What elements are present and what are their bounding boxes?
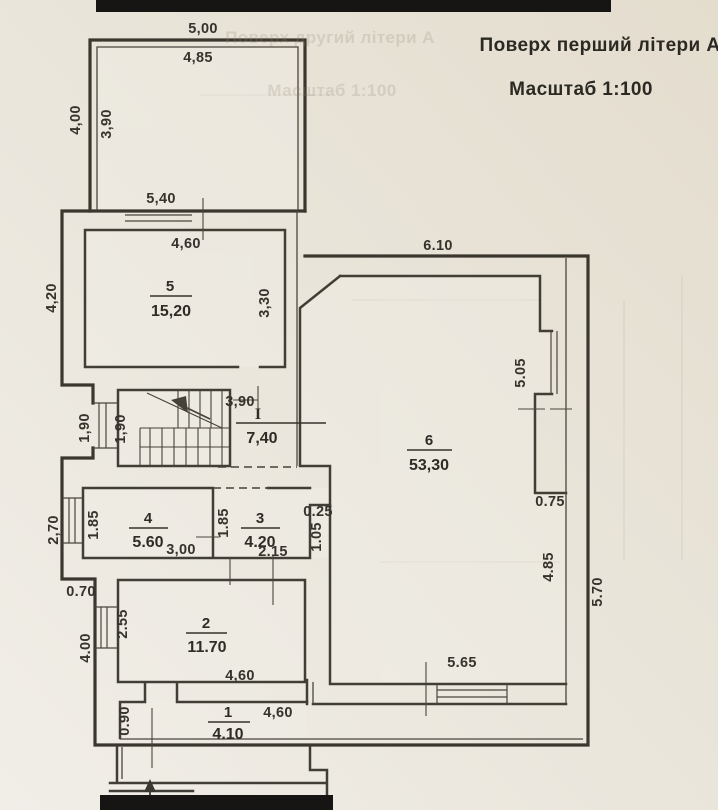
dim-room6-top-width: 6.10 — [423, 238, 452, 254]
bleed-through-lines — [200, 94, 683, 563]
stairs-direction-arrow-icon — [171, 396, 188, 413]
scale-label: Масштаб 1:100 — [509, 79, 653, 100]
dim-upper-room-width-inner: 4,85 — [183, 50, 212, 66]
staircase — [139, 390, 230, 466]
room-I-area: 7,40 — [246, 430, 277, 447]
dim-upper-room-height-inner: 3,90 — [99, 109, 115, 138]
dim-left-jog: 0.70 — [66, 584, 95, 600]
dim-room2-width: 4,60 — [225, 668, 254, 684]
entrance-arrow-head-icon — [144, 779, 156, 792]
dim-room3-notch-depth: 0.25 — [303, 504, 332, 520]
page-title: Поверх перший літери А — [480, 35, 718, 56]
dim-room2-height-outer: 4.00 — [78, 633, 94, 662]
dim-room5-width: 4,60 — [171, 236, 200, 252]
dim-room1-height: 0.90 — [117, 706, 133, 735]
dim-room6-window-right: 5.05 — [513, 358, 529, 387]
dim-room2-window-height: 2.55 — [115, 609, 131, 638]
dim-upper-room-height-outer: 4,00 — [68, 105, 84, 134]
dimension-labels: 5,00 4,85 4,00 3,90 5,40 4,60 6.10 4,20 … — [44, 21, 606, 736]
dim-right-wall-height: 5.70 — [590, 577, 606, 606]
room-5-number: 5 — [166, 278, 174, 295]
room-4-number: 4 — [144, 510, 153, 527]
dim-room4-width: 3,00 — [166, 542, 195, 558]
dim-room5-height-right: 3,30 — [257, 288, 273, 317]
ghost-title-text: Поверх другий літери А — [225, 28, 435, 47]
dim-room6-step-right: 0.75 — [535, 494, 564, 510]
dim-stairs-width: 3,90 — [225, 394, 254, 410]
dim-stairs-left-inner: 1,90 — [113, 414, 129, 443]
dim-room3-height: 1.85 — [216, 508, 232, 537]
interior-walls — [81, 228, 568, 796]
room-1-area: 4.10 — [212, 726, 243, 743]
dim-room6-right-height: 4.85 — [541, 552, 557, 581]
room-4-area: 5.60 — [132, 534, 163, 551]
outer-walls — [60, 38, 590, 747]
dim-upper-room-width-outer: 5,00 — [188, 21, 217, 37]
room-labels: 1 4.10 2 11.70 3 4.20 4 5.60 5 15,20 6 5… — [132, 278, 449, 743]
room-3-number: 3 — [256, 510, 264, 527]
dim-room3-notch-height: 1.05 — [309, 522, 325, 551]
dim-room6-bottom-window: 5.65 — [447, 655, 476, 671]
room-6-number: 6 — [425, 432, 433, 449]
dim-left-wall-mid: 2,70 — [46, 515, 62, 544]
room-2-number: 2 — [202, 615, 210, 632]
dim-room4-height: 1.85 — [86, 510, 102, 539]
ghost-scale-text: Масштаб 1:100 — [267, 81, 396, 100]
room-I-number: I — [255, 406, 261, 423]
dim-top-wall-left: 5,40 — [146, 191, 175, 207]
window-glazing-lines — [62, 214, 558, 704]
scan-edge-bar-top — [96, 0, 611, 12]
dashed-opening-lines — [213, 466, 297, 489]
inner-wall-faces — [96, 46, 583, 779]
room-label-fraction-lines — [129, 295, 452, 723]
scan-edge-bar-bottom — [100, 795, 333, 810]
dim-room3-width: 2.15 — [258, 544, 287, 560]
room-6-area: 53,30 — [409, 457, 449, 474]
dim-stairs-left-outer: 1,90 — [77, 413, 93, 442]
room-3-area: 4.20 — [244, 534, 275, 551]
room-1-number: 1 — [224, 704, 232, 721]
dim-room1-width: 4,60 — [263, 705, 292, 721]
dim-room5-height-outer: 4,20 — [44, 283, 60, 312]
dimension-ticks — [151, 198, 572, 768]
room-2-area: 11.70 — [187, 639, 226, 656]
room-5-area: 15,20 — [151, 303, 191, 320]
